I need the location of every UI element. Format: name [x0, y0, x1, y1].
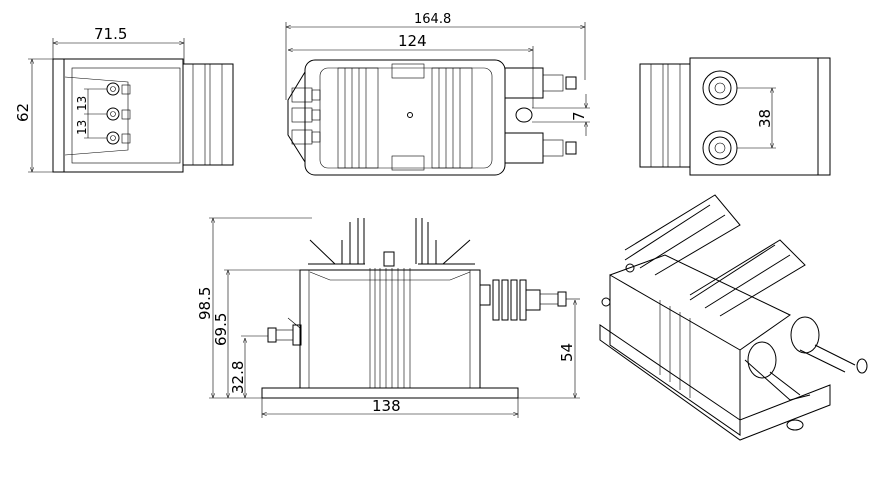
side-view-left: 71.5 62 13 13 — [14, 25, 234, 173]
dim-side-height: 62 — [14, 103, 32, 122]
dim-overall-length: 164.8 — [414, 12, 451, 27]
isometric-view — [599, 194, 868, 441]
dim-pitch-1: 13 — [75, 96, 89, 111]
dim-body-length: 124 — [398, 32, 427, 50]
side-view-right: 38 — [639, 57, 831, 176]
dim-terminal-spacing: 38 — [756, 109, 774, 128]
dim-total-height: 98.5 — [196, 287, 214, 320]
dim-bushing-offset: 7 — [570, 111, 588, 121]
dim-low-terminal-height: 32.8 — [229, 361, 247, 394]
terminal-icon — [106, 82, 131, 145]
heatsink-icon — [308, 218, 475, 267]
top-view: 164.8 124 7 — [285, 12, 590, 176]
front-view: 98.5 69.5 32.8 54 138 — [196, 217, 580, 418]
dim-pitch-2: 13 — [75, 120, 89, 135]
dim-side-width: 71.5 — [94, 25, 127, 43]
bushing-icon — [504, 67, 577, 164]
terminal-icon — [291, 87, 321, 145]
bushing-end-icon — [702, 70, 738, 166]
bushing-icon — [267, 279, 567, 346]
dim-base-length: 138 — [372, 397, 401, 415]
dim-high-terminal-height: 54 — [558, 343, 576, 362]
dim-body-height: 69.5 — [212, 313, 230, 346]
